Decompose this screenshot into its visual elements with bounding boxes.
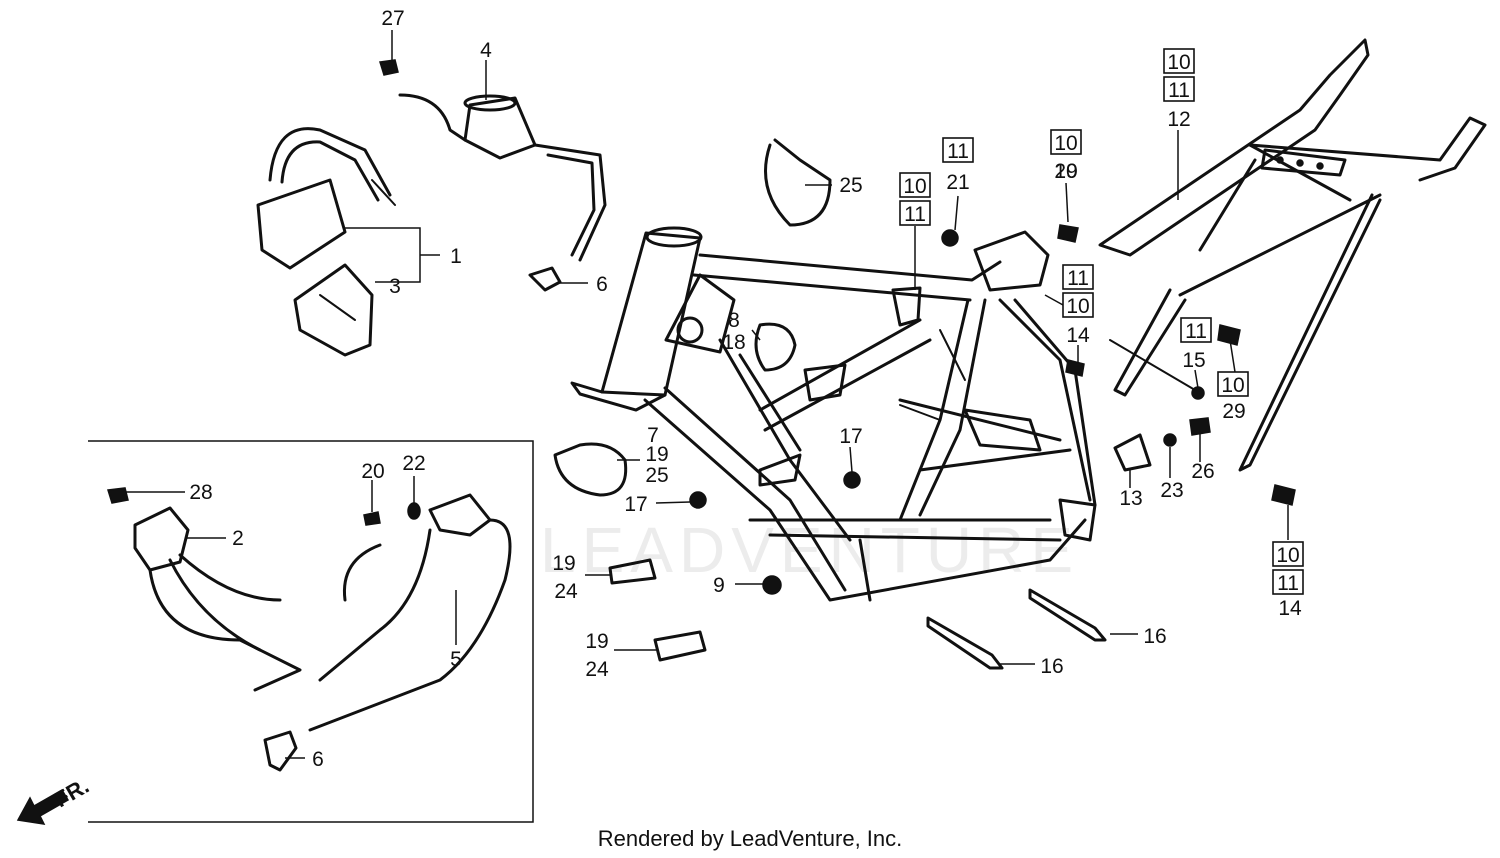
callout-25-a: 25 bbox=[645, 464, 668, 487]
callout-2: 2 bbox=[232, 527, 244, 550]
bolt-29-upper bbox=[1057, 224, 1079, 243]
callout-3: 3 bbox=[389, 275, 401, 298]
front-direction-marker: FR. bbox=[16, 773, 93, 825]
boxed-labels: 10 11 10 11 11 10 10 11 10 11 10 11 10 bbox=[899, 48, 1304, 595]
washer-23 bbox=[1163, 433, 1177, 447]
nut-17-lower bbox=[689, 491, 707, 509]
bolt-14-upper bbox=[1065, 359, 1085, 377]
callout-14-upper: 14 bbox=[1066, 324, 1090, 347]
bolt-28 bbox=[107, 487, 129, 504]
callout-5: 5 bbox=[450, 648, 462, 671]
cdi-unit bbox=[256, 127, 396, 270]
callout-6-upper: 6 bbox=[596, 273, 608, 296]
callout-18: 18 bbox=[722, 331, 745, 354]
nut-9 bbox=[762, 575, 782, 595]
clamp-24-lower bbox=[653, 630, 707, 662]
callout-28: 28 bbox=[189, 481, 212, 504]
boxed-label: 10 bbox=[1066, 295, 1089, 318]
callout-29-upper: 29 bbox=[1054, 160, 1077, 183]
watermark: LEADVENTURE bbox=[540, 514, 1079, 586]
callout-20: 20 bbox=[361, 460, 384, 483]
plug-cap-lower bbox=[263, 730, 298, 772]
callout-26: 26 bbox=[1191, 460, 1214, 483]
callout-19-a: 19 bbox=[645, 443, 668, 466]
leader-lines bbox=[125, 30, 1289, 759]
callout-16-lower: 16 bbox=[1040, 655, 1063, 678]
callout-17-upper: 17 bbox=[839, 425, 862, 448]
boxed-label: 10 bbox=[1167, 51, 1190, 74]
bolt-27 bbox=[379, 59, 399, 76]
callout-14-lower: 14 bbox=[1278, 597, 1302, 620]
band-25-upper bbox=[764, 138, 832, 227]
bolt-29-lower bbox=[1217, 324, 1241, 346]
band-25-lower bbox=[553, 442, 628, 497]
boxed-label: 11 bbox=[904, 203, 926, 226]
boxed-label: 10 bbox=[1221, 374, 1244, 397]
callout-19-b: 19 bbox=[552, 552, 575, 575]
bolt-14-lower bbox=[1271, 484, 1296, 506]
callout-8: 8 bbox=[728, 309, 740, 332]
long-bolt-16-lower bbox=[926, 616, 1004, 670]
callout-25-upper: 25 bbox=[839, 174, 862, 197]
boxed-label: 10 bbox=[903, 175, 926, 198]
callout-29-lower: 29 bbox=[1222, 400, 1245, 423]
footer-credit: Rendered by LeadVenture, Inc. bbox=[597, 826, 903, 851]
callout-13: 13 bbox=[1119, 487, 1142, 510]
callout-27: 27 bbox=[381, 7, 404, 30]
clamp-24-upper bbox=[608, 558, 657, 585]
long-bolt-16-upper bbox=[1028, 588, 1107, 642]
callout-9: 9 bbox=[713, 574, 725, 597]
voltage-regulator bbox=[293, 263, 374, 357]
boxed-label: 11 bbox=[1168, 79, 1190, 102]
collar-13 bbox=[1113, 433, 1152, 472]
rear-subframe bbox=[1098, 38, 1487, 472]
callout-19-c: 19 bbox=[585, 630, 608, 653]
callout-1: 1 bbox=[450, 245, 462, 268]
boxed-label: 10 bbox=[1054, 132, 1077, 155]
main-frame bbox=[570, 226, 1097, 602]
callout-21: 21 bbox=[946, 171, 969, 194]
callout-22: 22 bbox=[402, 452, 425, 475]
callout-4: 4 bbox=[480, 39, 492, 62]
callout-12: 12 bbox=[1167, 108, 1190, 131]
bolt-15 bbox=[1109, 339, 1196, 391]
boxed-label: 11 bbox=[947, 140, 969, 163]
callout-7: 7 bbox=[647, 424, 659, 447]
boxed-label: 10 bbox=[1276, 544, 1299, 567]
callout-23: 23 bbox=[1160, 479, 1183, 502]
callout-24-c: 24 bbox=[585, 658, 609, 681]
callout-24-b: 24 bbox=[554, 580, 578, 603]
plug-cap-upper bbox=[528, 266, 562, 292]
boxed-label: 11 bbox=[1277, 572, 1299, 595]
boxed-label: 10 bbox=[1054, 160, 1077, 183]
boxed-label: 11 bbox=[1067, 267, 1089, 290]
main-wire-harness bbox=[133, 493, 512, 732]
callout-17-lower: 17 bbox=[624, 493, 647, 516]
grommet-18 bbox=[754, 322, 797, 372]
callout-15: 15 bbox=[1182, 349, 1205, 372]
callout-16-upper: 16 bbox=[1143, 625, 1166, 648]
boxed-label: 11 bbox=[1185, 320, 1207, 343]
nut-17-upper bbox=[843, 471, 861, 489]
harness-subassembly-border bbox=[88, 440, 534, 823]
nut-21 bbox=[941, 229, 959, 247]
ignition-coil bbox=[398, 93, 607, 262]
callout-6-lower: 6 bbox=[312, 748, 324, 771]
callout-numbers: 1 2 3 4 5 6 6 7 8 9 12 13 14 14 15 16 16… bbox=[189, 7, 1302, 771]
bolt-26 bbox=[1189, 417, 1211, 436]
bolt-20 bbox=[363, 511, 381, 526]
grommet-22 bbox=[407, 502, 421, 520]
front-arrow-icon bbox=[16, 788, 70, 825]
